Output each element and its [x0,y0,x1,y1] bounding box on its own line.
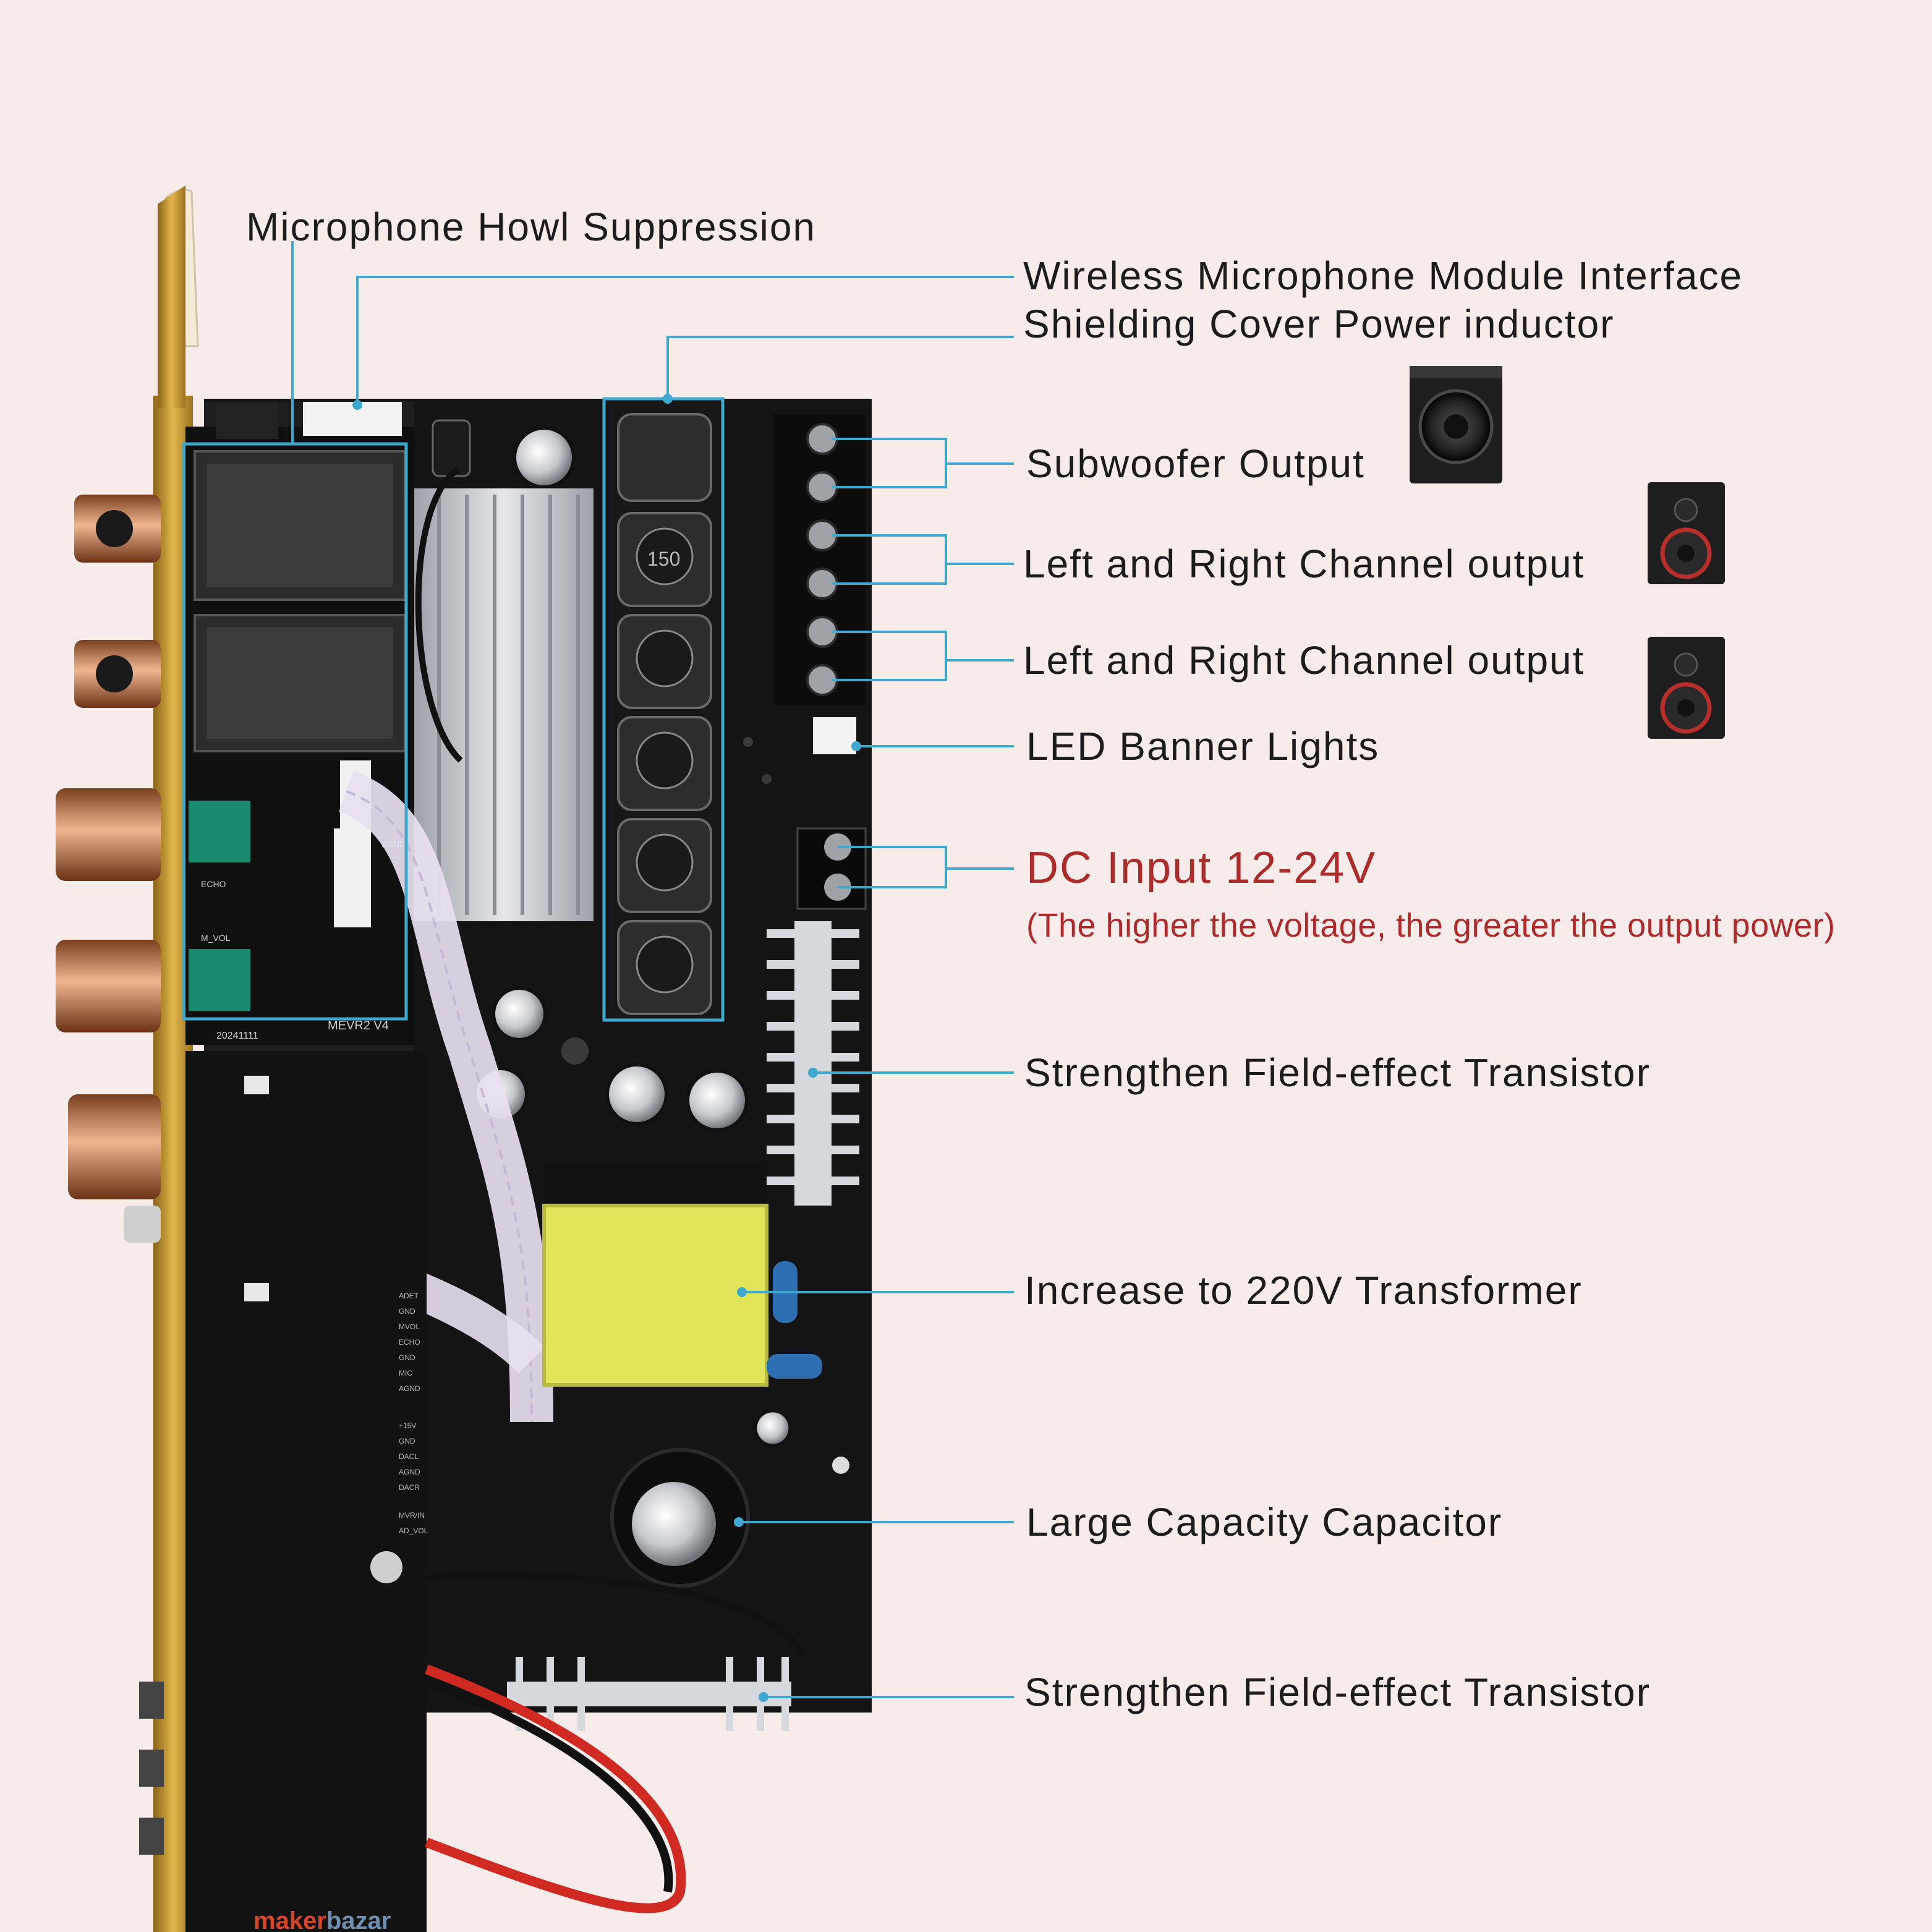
label-wireless-microphone-module: Wireless Microphone Module Interface [1023,253,1743,298]
pin-label: GND [399,1307,415,1316]
pin-label: DACL [399,1452,419,1461]
label-microphone-howl-suppression: Microphone Howl Suppression [246,205,816,249]
howl-suppression-board: MEVR2 V4 20241111 ECHO M_VOL AGND [185,402,414,1045]
echo-silk-text: ECHO [201,879,226,889]
pin-label: +15V [399,1421,416,1430]
pin-label: AGND [399,1384,420,1393]
pin-label: GND [399,1353,415,1362]
callout-dots [352,394,861,1702]
makerbazar-watermark: makerbazar [253,1907,391,1932]
power-wires [425,1571,807,1913]
main-heatsink [414,467,594,921]
front-jacks [56,495,164,1855]
large-capacitor [610,1448,750,1588]
pin-label: DACR [399,1483,420,1492]
label-shielding-cover-inductor: Shielding Cover Power inductor [1023,302,1615,346]
label-field-effect-transistor-upper: Strengthen Field-effect Transistor [1024,1050,1651,1095]
bookshelf-speaker-icon [1648,637,1725,739]
speaker-terminal-block [773,414,867,910]
label-transformer: Increase to 220V Transformer [1024,1268,1583,1313]
inductor-column: 150 [609,402,720,1020]
pin-label: AD_VOL [399,1526,428,1535]
pin-label: ECHO [399,1338,420,1347]
pin-label: AGND [399,1468,420,1476]
step-up-transformer [542,1162,822,1387]
watermark-bazar-text: bazar [326,1907,391,1932]
inductor-mark-text: 150 [647,548,680,570]
pin-label: GND [399,1437,415,1445]
fet-heatsink-upper [767,921,859,1206]
label-led-banner-lights: LED Banner Lights [1026,724,1380,768]
pin-label: ADET [399,1292,419,1300]
callout-leader-lines [291,241,1014,1698]
bookshelf-speaker-icon [1648,482,1725,584]
pin-label: MVR/IN [399,1511,425,1520]
pin-label: MIC [399,1369,412,1377]
board-version-text: MEVR2 V4 [328,1019,389,1032]
pin-label: MVOL [399,1322,420,1331]
control-board: ADET GND MVOL ECHO GND MIC AGND +15V GND… [185,1051,428,1932]
watermark-maker-text: maker [253,1907,326,1932]
board-date-text: 20241111 [216,1031,258,1041]
label-left-right-output-2: Left and Right Channel output [1023,638,1585,683]
label-dc-input: DC Input 12-24V [1026,843,1377,893]
mvol-silk-text: M_VOL [201,933,231,943]
label-left-right-output-1: Left and Right Channel output [1023,542,1585,586]
label-field-effect-transistor-lower: Strengthen Field-effect Transistor [1024,1670,1651,1714]
label-subwoofer-output: Subwoofer Output [1026,441,1365,486]
subwoofer-speaker-icon [1410,366,1502,483]
label-dc-input-note: (The higher the voltage, the greater the… [1026,907,1836,944]
label-large-capacity-capacitor: Large Capacity Capacitor [1026,1500,1503,1544]
